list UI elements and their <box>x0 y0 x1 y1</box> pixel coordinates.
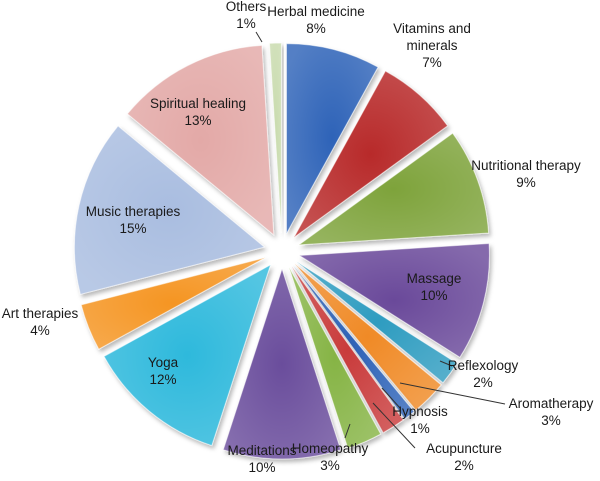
slice-label-music-therapies: Music therapies 15% <box>86 204 181 236</box>
slice-value: 1% <box>236 16 256 31</box>
leader-line-reflexology <box>439 360 453 367</box>
slice-label-spiritual-healing: Spiritual healing 13% <box>150 96 246 128</box>
slice-name: Meditations <box>227 443 296 458</box>
slice-label-acupuncture: Acupuncture 2% <box>426 441 502 473</box>
pie-labels: Herbal medicine 8% Vitamins and minerals 7% N… <box>2 0 594 475</box>
slice-name: Nutritional therapy <box>471 158 581 173</box>
slice-value: 12% <box>149 372 176 387</box>
leader-line-aromatherapy <box>399 382 506 405</box>
slice-value: 3% <box>320 458 340 473</box>
slice-name: Others <box>226 0 267 14</box>
slice-value: 1% <box>410 421 430 436</box>
slice-name: Acupuncture <box>426 441 502 456</box>
leader-line-others <box>255 31 263 43</box>
leader-line-acupuncture <box>372 402 416 449</box>
slice-name: Yoga <box>148 355 179 370</box>
slice-value: 15% <box>119 221 146 236</box>
slice-name: Hypnosis <box>392 404 448 419</box>
slice-name-part: Vitamins and <box>393 21 471 36</box>
slice-label-reflexology: Reflexology 2% <box>448 358 519 390</box>
leader-line-homeopathy <box>344 423 351 439</box>
slice-label-art-therapies: Art therapies 4% <box>2 306 79 338</box>
slice-name: Art therapies <box>2 306 79 321</box>
slice-label-hypnosis: Hypnosis 1% <box>392 404 448 436</box>
slice-name: Aromatherapy <box>509 396 594 411</box>
slice-value: 2% <box>454 458 474 473</box>
slice-value: 10% <box>420 288 447 303</box>
slice-label-meditations: Meditations 10% <box>227 443 296 475</box>
slice-value: 10% <box>248 460 275 475</box>
slice-name: Reflexology <box>448 358 519 373</box>
slice-label-aromatherapy: Aromatherapy 3% <box>509 396 594 428</box>
slice-label-nutritional-therapy: Nutritional therapy 9% <box>471 158 581 190</box>
slice-label-herbal-medicine: Herbal medicine 8% <box>267 4 365 36</box>
slice-name-part: minerals <box>406 38 457 53</box>
slice-label-massage: Massage 10% <box>407 271 462 303</box>
slice-value: 8% <box>306 21 326 36</box>
slice-label-vitamins-and-minerals: Vitamins and minerals 7% <box>393 21 471 70</box>
pie-leader-lines <box>255 31 506 449</box>
slice-name: Homeopathy <box>292 441 369 456</box>
slice-value: 3% <box>541 413 561 428</box>
slice-value: 7% <box>422 55 442 70</box>
slice-name: Music therapies <box>86 204 181 219</box>
slice-name: Herbal medicine <box>267 4 365 19</box>
slice-value: 4% <box>30 323 50 338</box>
slice-label-others: Others 1% <box>226 0 267 31</box>
slice-value: 13% <box>184 113 211 128</box>
slice-value: 9% <box>516 175 536 190</box>
leader-line-hypnosis <box>381 387 401 409</box>
slice-name: Spiritual healing <box>150 96 246 111</box>
slice-value: 2% <box>473 375 493 390</box>
pie-slices <box>73 42 490 460</box>
slice-label-yoga: Yoga 12% <box>148 355 179 387</box>
slice-label-homeopathy: Homeopathy 3% <box>292 441 369 473</box>
slice-name: Massage <box>407 271 462 286</box>
